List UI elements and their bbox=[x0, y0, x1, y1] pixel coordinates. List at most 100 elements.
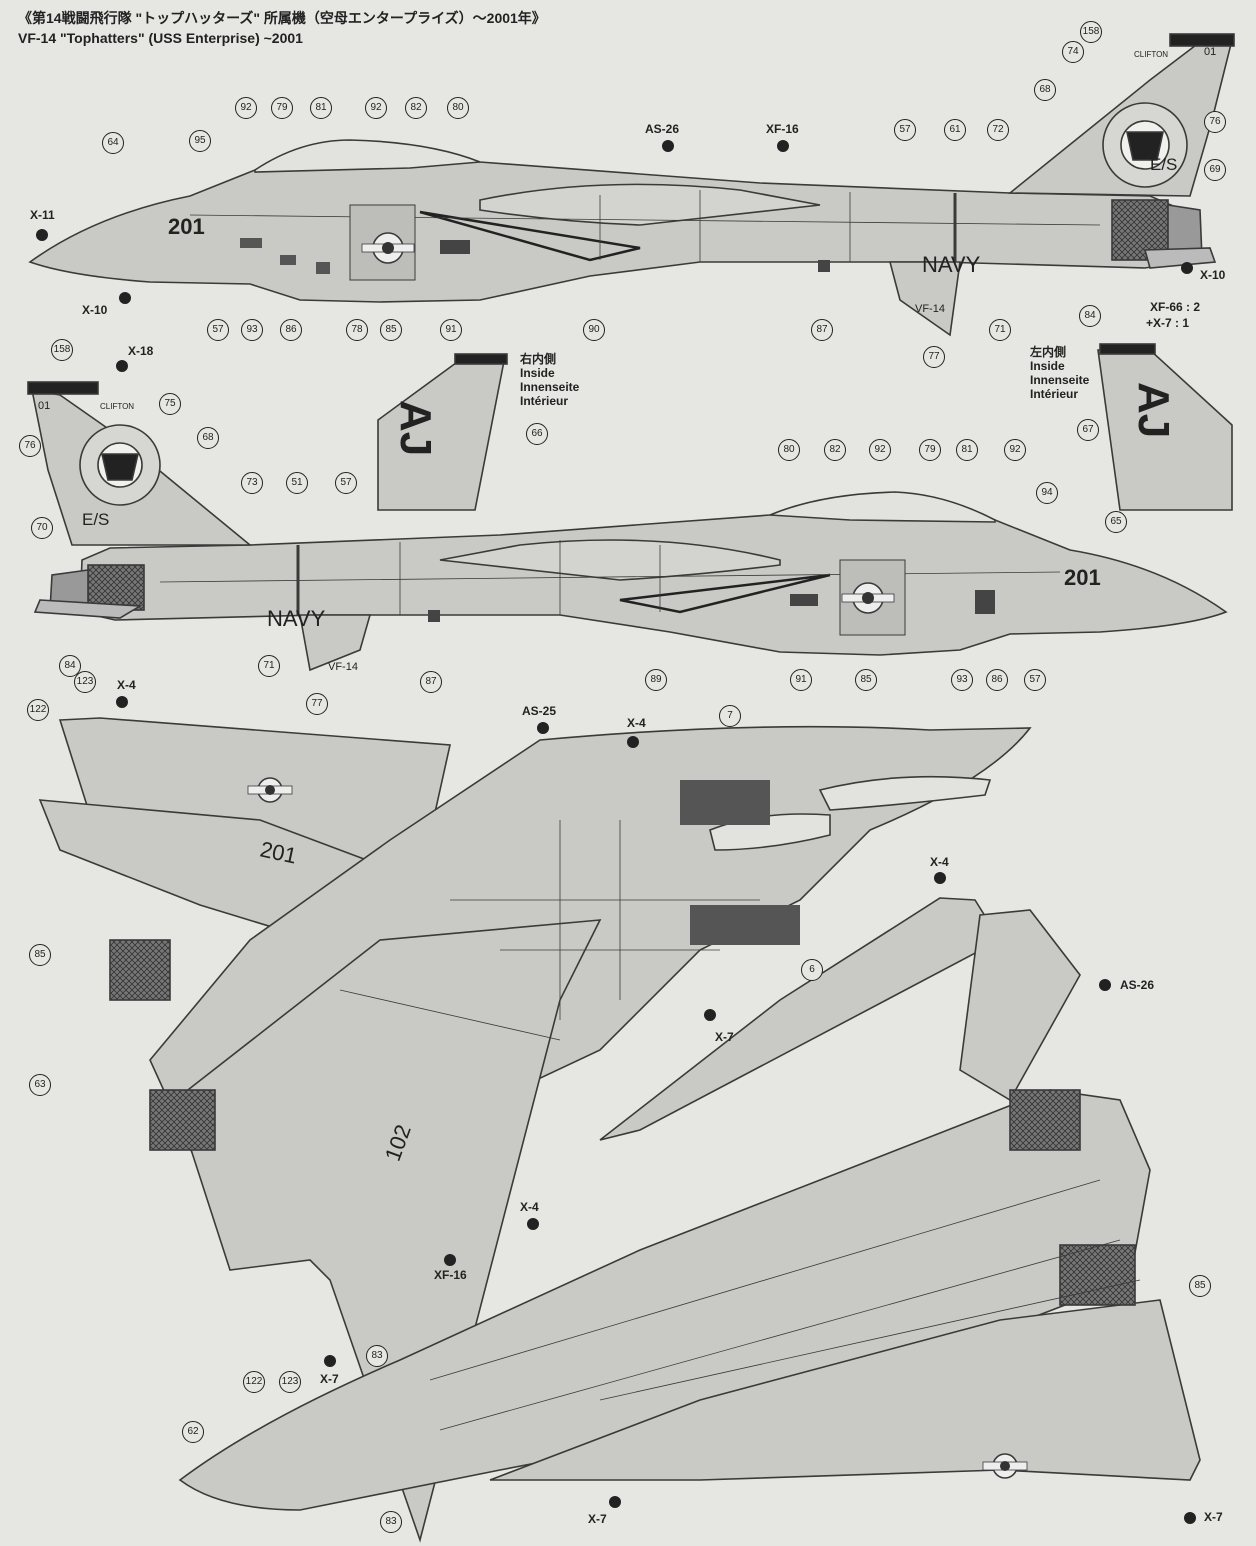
squadron-side2: VF-14 bbox=[328, 661, 358, 673]
callout-side2-57: 57 bbox=[1024, 669, 1046, 691]
bottom-view-lower bbox=[178, 897, 1201, 1511]
callout-top-122: 122 bbox=[243, 1371, 265, 1393]
paint-code-x10-tail: X-10 bbox=[1200, 268, 1226, 282]
callout-side1-82: 82 bbox=[405, 97, 427, 119]
callout-side1-90: 90 bbox=[583, 319, 605, 341]
callout-side2-79: 79 bbox=[919, 439, 941, 461]
callout-side1-158: 158 bbox=[1080, 21, 1102, 43]
navy-side2: NAVY bbox=[267, 606, 326, 631]
callout-side1-79: 79 bbox=[271, 97, 293, 119]
callout-side2-76: 76 bbox=[19, 435, 41, 457]
callout-side1-85: 85 bbox=[380, 319, 402, 341]
paint-code-x7-top: X-7 bbox=[715, 1030, 734, 1044]
callout-side2-92: 92 bbox=[869, 439, 891, 461]
callout-side1-72: 72 bbox=[987, 119, 1009, 141]
callout-side2-57: 57 bbox=[335, 472, 357, 494]
callout-side2-80: 80 bbox=[778, 439, 800, 461]
callout-side1-92: 92 bbox=[365, 97, 387, 119]
paint-code-xf16-side: XF-16 bbox=[766, 122, 799, 136]
callout-side1-68: 68 bbox=[1034, 79, 1056, 101]
paint-code-xf16-bottom: XF-16 bbox=[434, 1268, 467, 1282]
callout-side2-82: 82 bbox=[824, 439, 846, 461]
callout-side1-64: 64 bbox=[102, 132, 124, 154]
callout-side1-80: 80 bbox=[447, 97, 469, 119]
pilot-name-side2: CLIFTON bbox=[100, 402, 135, 411]
side-view-right bbox=[27, 381, 1228, 672]
paint-code-x4-top: X-4 bbox=[627, 716, 646, 730]
callout-top-123: 123 bbox=[279, 1371, 301, 1393]
side-view-left bbox=[28, 33, 1235, 337]
paint-code-as26-bottom: AS-26 bbox=[1120, 978, 1155, 992]
callout-side1-78: 78 bbox=[346, 319, 368, 341]
paint-code-x7-tip: X-7 bbox=[1204, 1510, 1223, 1524]
callout-side2-84: 84 bbox=[59, 655, 81, 677]
callout-side1-93: 93 bbox=[241, 319, 263, 341]
callout-top-83: 83 bbox=[366, 1345, 388, 1367]
pilot-name-side1: CLIFTON bbox=[1134, 50, 1169, 59]
callout-top-7: 7 bbox=[719, 705, 741, 727]
callout-side1-92: 92 bbox=[235, 97, 257, 119]
navy-side1: NAVY bbox=[922, 252, 981, 277]
callout-side2-91: 91 bbox=[790, 669, 812, 691]
paint-code-x4-bottom-wing: X-4 bbox=[930, 855, 949, 869]
paint-code-x4-wingtip: X-4 bbox=[117, 678, 136, 692]
callout-side1-74: 74 bbox=[1062, 41, 1084, 63]
paint-code-x4-bottom: X-4 bbox=[520, 1200, 539, 1214]
callout-top-63: 63 bbox=[29, 1074, 51, 1096]
callout-side2-65: 65 bbox=[1105, 511, 1127, 533]
paint-code-x7-mix: +X-7 : 1 bbox=[1146, 316, 1190, 330]
callout-side1-76: 76 bbox=[1204, 111, 1226, 133]
callout-side1-86: 86 bbox=[280, 319, 302, 341]
callout-side2-87: 87 bbox=[420, 671, 442, 693]
paint-code-as26-side: AS-26 bbox=[645, 122, 680, 136]
callout-side2-93: 93 bbox=[951, 669, 973, 691]
title-japanese: 《第14戦闘飛行隊 "トップハッターズ" 所属機（空母エンタープライズ）～200… bbox=[18, 10, 546, 26]
callout-side2-85: 85 bbox=[855, 669, 877, 691]
callout-side2-71: 71 bbox=[258, 655, 280, 677]
callout-side1-77: 77 bbox=[923, 346, 945, 368]
callout-top-122: 122 bbox=[27, 699, 49, 721]
callout-side2-51: 51 bbox=[286, 472, 308, 494]
tail-number-side2: 01 bbox=[38, 400, 51, 412]
paint-code-x11: X-11 bbox=[30, 208, 55, 222]
inside-tail-right bbox=[377, 353, 508, 511]
callout-side1-81: 81 bbox=[310, 97, 332, 119]
callout-side2-75: 75 bbox=[159, 393, 181, 415]
callout-top-62: 62 bbox=[182, 1421, 204, 1443]
tail-number-side1: 01 bbox=[1204, 46, 1217, 58]
callout-side1-61: 61 bbox=[944, 119, 966, 141]
tail-code-inside-left: AJ bbox=[1129, 382, 1178, 439]
inside-tail-left bbox=[1097, 343, 1233, 511]
callout-side1-87: 87 bbox=[811, 319, 833, 341]
callout-top-123: 123 bbox=[74, 671, 96, 693]
callout-top-6: 6 bbox=[801, 959, 823, 981]
callout-side2-92: 92 bbox=[1004, 439, 1026, 461]
callout-side1-57: 57 bbox=[207, 319, 229, 341]
modex-side2: 201 bbox=[1064, 565, 1101, 590]
callout-side2-86: 86 bbox=[986, 669, 1008, 691]
tail-code-inside-right: AJ bbox=[391, 400, 440, 457]
callout-side1-69: 69 bbox=[1204, 159, 1226, 181]
tail-code-side1: E/S bbox=[1150, 155, 1178, 174]
callout-side2-66: 66 bbox=[526, 423, 548, 445]
squadron-side1: VF-14 bbox=[915, 303, 945, 315]
callout-side2-73: 73 bbox=[241, 472, 263, 494]
title-english: VF-14 "Tophatters" (USS Enterprise) ~200… bbox=[18, 30, 303, 46]
top-view-upper bbox=[38, 717, 1032, 1543]
modex-side1: 201 bbox=[168, 214, 205, 239]
paint-code-x7-nose: X-7 bbox=[588, 1512, 607, 1526]
callout-side2-158: 158 bbox=[51, 339, 73, 361]
callout-side2-81: 81 bbox=[956, 439, 978, 461]
callout-side1-95: 95 bbox=[189, 130, 211, 152]
callout-side2-94: 94 bbox=[1036, 482, 1058, 504]
paint-code-x18: X-18 bbox=[128, 344, 154, 358]
callout-top-83: 83 bbox=[380, 1511, 402, 1533]
tail-code-side2: E/S bbox=[82, 510, 110, 529]
paint-markers bbox=[36, 140, 1196, 1524]
callout-side2-68: 68 bbox=[197, 427, 219, 449]
callout-side2-77: 77 bbox=[306, 693, 328, 715]
callout-side1-57: 57 bbox=[894, 119, 916, 141]
